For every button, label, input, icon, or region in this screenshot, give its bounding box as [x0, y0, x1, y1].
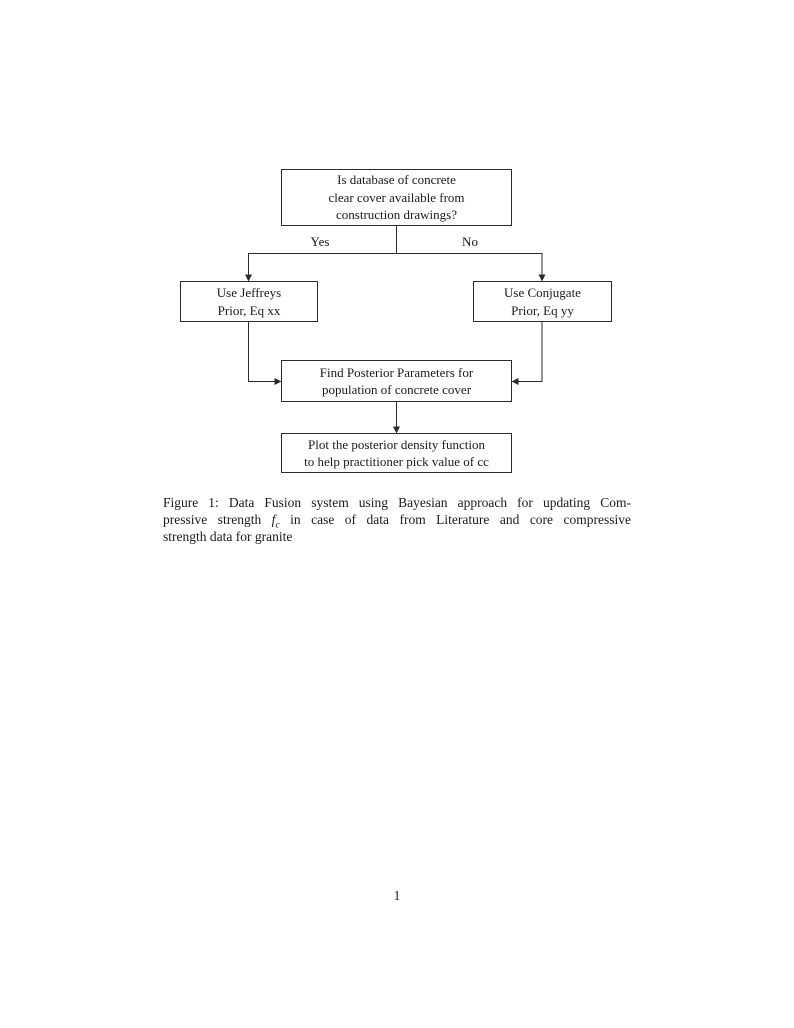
edge-label-no: No: [462, 234, 478, 249]
node-text-line: Prior, Eq xx: [217, 302, 281, 318]
caption-text: in case of data from Literature and core…: [290, 512, 631, 527]
node-text-line: clear cover available from: [328, 189, 465, 205]
flowchart-node-plot-density: Plot the posterior density function to h…: [281, 433, 512, 473]
node-text-line: Is database of concrete: [337, 172, 456, 188]
connector-jeffreys-to-posterior: [248, 322, 276, 382]
flowchart-figure: Is database of concrete clear cover avai…: [180, 169, 612, 473]
math-fc: fc: [271, 512, 280, 530]
flowchart-node-jeffreys-prior: Use Jeffreys Prior, Eq xx: [180, 281, 318, 322]
node-text-line: construction drawings?: [336, 207, 457, 223]
arrowhead-yes: [245, 274, 252, 282]
arrowhead-plot: [393, 426, 400, 434]
node-text-line: Find Posterior Parameters for: [319, 364, 474, 380]
node-text-line: Use Conjugate: [504, 285, 581, 300]
page-number: 1: [393, 888, 401, 903]
node-text-line: Use Jeffreys: [216, 285, 282, 300]
arrowhead-conjugate: [511, 378, 519, 385]
figure-caption-line-2: pressive strength fc in case of data fro…: [163, 511, 631, 530]
edge-label-yes: Yes: [310, 234, 330, 249]
figure-caption-line-3: strength data for granite: [163, 529, 293, 544]
node-text-line: Prior, Eq yy: [511, 302, 574, 318]
arrowhead-no: [538, 274, 546, 282]
node-text-line: population of concrete cover: [321, 382, 472, 397]
caption-text: pressive strength: [163, 512, 262, 527]
node-text-line: Plot the posterior density function: [308, 436, 485, 452]
math-f-base: f: [271, 512, 276, 527]
flowchart-node-decision: Is database of concrete clear cover avai…: [281, 169, 512, 226]
math-f-subscript: c: [275, 520, 280, 531]
figure-caption: Figure 1: Data Fusion system using Bayes…: [163, 494, 631, 545]
flowchart-node-find-posterior: Find Posterior Parameters for population…: [281, 360, 512, 402]
node-text-line: to help practitioner pick value of cc: [304, 454, 489, 469]
connector-conjugate-to-posterior: [517, 322, 543, 382]
flowchart-node-conjugate-prior: Use Conjugate Prior, Eq yy: [473, 281, 612, 322]
flowchart-connectors: [245, 226, 546, 434]
arrowhead-jeffreys: [274, 378, 282, 385]
figure-caption-line-1: Figure 1: Data Fusion system using Bayes…: [163, 495, 631, 510]
